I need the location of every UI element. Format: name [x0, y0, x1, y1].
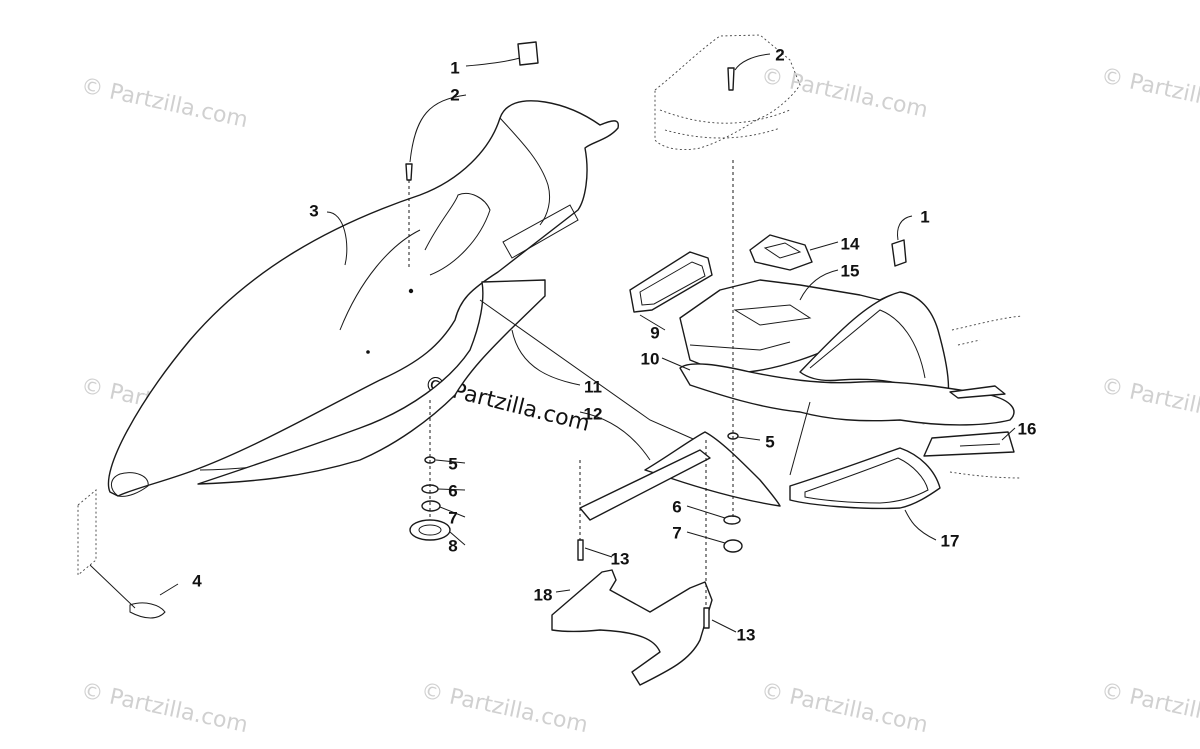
reflector: [923, 431, 1015, 457]
callout-2: 2: [450, 85, 459, 104]
seal: [789, 447, 941, 510]
mud-guard: [679, 363, 1015, 426]
callout-6: 6: [672, 497, 681, 516]
callout-13: 13: [737, 625, 756, 644]
callout-12: 12: [584, 404, 603, 423]
bracket: [551, 569, 713, 686]
mud-flap: [579, 431, 781, 521]
bumper-pads: [517, 41, 907, 267]
taillight-ghost: [949, 315, 1023, 479]
callout-15: 15: [841, 261, 860, 280]
license-bracket: [77, 489, 166, 619]
callout-14: 14: [841, 234, 860, 253]
callout-5: 5: [448, 454, 457, 473]
callout-16: 16: [1018, 419, 1037, 438]
callout-6: 6: [448, 481, 457, 500]
hardware-stack-left: [409, 400, 451, 541]
watermark: © Partzilla.com: [759, 678, 930, 738]
watermark: © Partzilla.com: [79, 73, 250, 133]
callout-4: 4: [192, 571, 202, 590]
callout-7: 7: [448, 508, 457, 527]
callout-17: 17: [941, 531, 960, 550]
watermark: © Partzilla.com: [79, 678, 250, 738]
callout-18: 18: [534, 585, 553, 604]
callout-1: 1: [920, 207, 929, 226]
watermark: © Partzilla.com: [419, 678, 590, 738]
callout-11: 11: [584, 377, 602, 396]
watermark: © Partzilla.com: [759, 63, 930, 123]
grommet-frame: [629, 251, 713, 313]
callout-1: 1: [450, 58, 459, 77]
watermark: © Partzilla.com: [1099, 373, 1200, 433]
callout-2: 2: [775, 45, 784, 64]
callout-5: 5: [765, 432, 774, 451]
callout-3: 3: [309, 201, 318, 220]
callout-7: 7: [672, 523, 681, 542]
hardware-stack-right: [723, 160, 743, 553]
rivets: [577, 440, 710, 629]
callout-8: 8: [448, 536, 457, 555]
tank-ghost: [654, 34, 801, 151]
callout-10: 10: [641, 349, 660, 368]
callout-13: 13: [611, 549, 630, 568]
flap: [197, 279, 701, 485]
watermark: © Partzilla.com: [1099, 63, 1200, 123]
screws: [405, 67, 735, 270]
callout-9: 9: [650, 323, 659, 342]
watermark: © Partzilla.com: [1099, 678, 1200, 738]
leader-lines: [159, 53, 1016, 633]
gasket: [749, 234, 813, 271]
